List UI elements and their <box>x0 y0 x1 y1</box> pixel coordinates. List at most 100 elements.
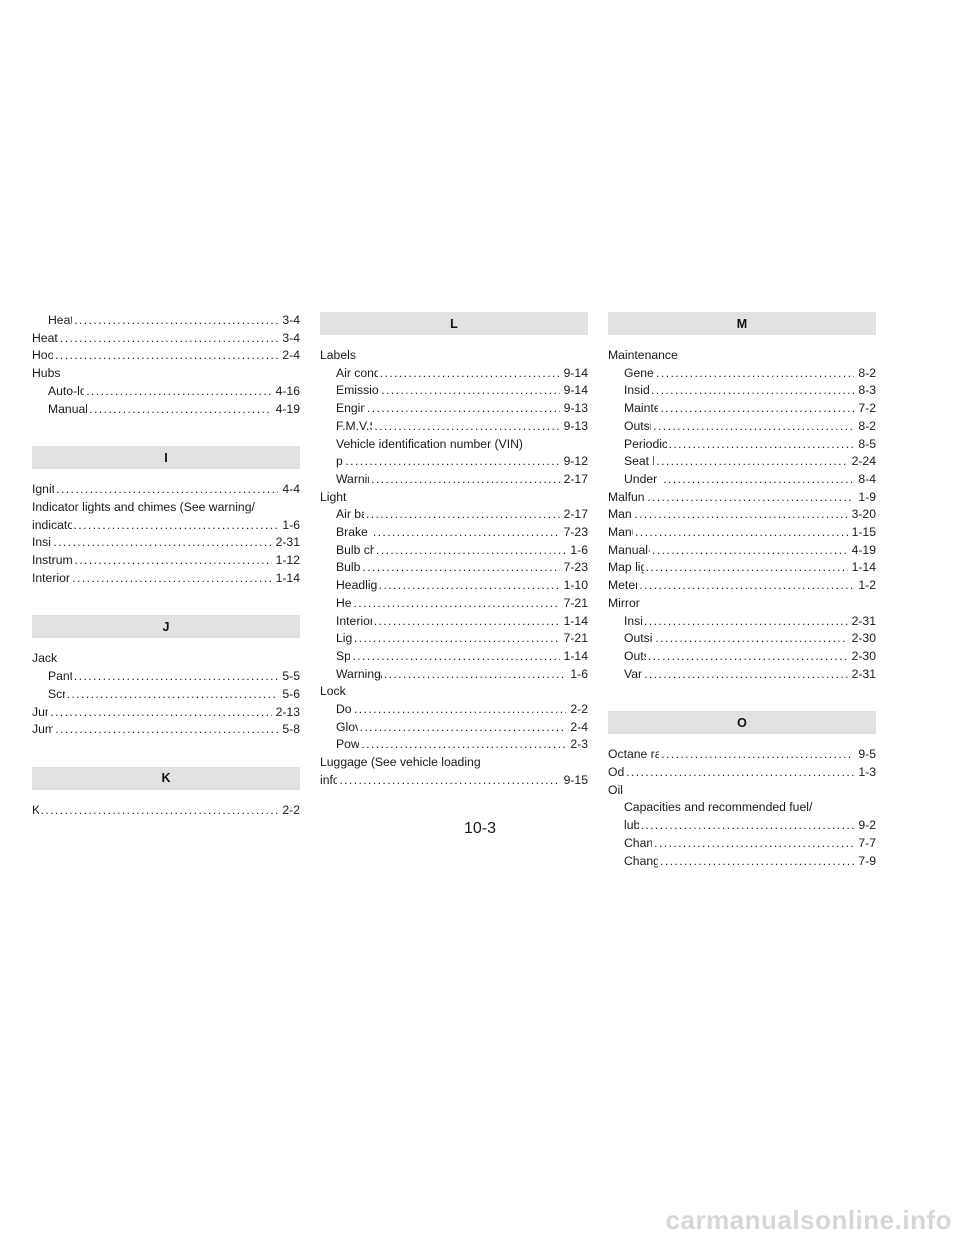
page-reference[interactable]: 3-4 <box>282 313 300 327</box>
index-entry[interactable]: Heater operation3-4 <box>32 330 300 348</box>
page-reference[interactable]: 2-31 <box>851 666 876 681</box>
index-entry[interactable]: Interior light and cargo light1-14 <box>32 570 300 588</box>
page-reference[interactable]: 5-6 <box>282 686 300 701</box>
page-reference[interactable]: 7-23 <box>563 525 588 540</box>
page-reference[interactable]: 2-2 <box>570 702 588 717</box>
page-reference[interactable]: 1-15 <box>851 525 876 540</box>
index-subentry[interactable]: F.M.V.S.S. certification label9-13 <box>320 418 588 436</box>
index-subentry[interactable]: Pantograph type5-5 <box>32 668 300 686</box>
index-subentry[interactable]: Auto-lock free-running hubs4-16 <box>32 383 300 401</box>
page-reference[interactable]: 4-19 <box>275 401 300 416</box>
index-entry[interactable]: Key2-2 <box>32 802 300 820</box>
page-reference[interactable]: 2-13 <box>275 704 300 719</box>
index-subentry[interactable]: plate9-12 <box>320 453 588 471</box>
index-subentry[interactable]: Under the hood and vehicle8-4 <box>608 471 876 489</box>
page-reference[interactable]: 1-14 <box>563 648 588 663</box>
page-reference[interactable]: 9-12 <box>563 454 588 469</box>
index-subentry[interactable]: Outside mirrors2-30 <box>608 648 876 666</box>
page-reference[interactable]: 9-14 <box>563 383 588 398</box>
page-reference[interactable]: 3-4 <box>282 330 300 345</box>
index-subentry[interactable]: Glove box lock2-4 <box>320 719 588 737</box>
page-reference[interactable]: 8-5 <box>858 436 876 451</box>
page-reference[interactable]: 2-4 <box>282 348 300 363</box>
index-subentry[interactable]: Headlights7-21 <box>320 595 588 613</box>
index-subentry[interactable]: Vanity mirror2-31 <box>608 666 876 684</box>
page-reference[interactable]: 2-31 <box>275 535 300 550</box>
index-subentry[interactable]: Light bulbs7-21 <box>320 630 588 648</box>
index-entry[interactable]: Meters and gauges1-2 <box>608 577 876 595</box>
page-reference[interactable]: 9-5 <box>858 747 876 762</box>
index-subentry[interactable]: Periodic maintenance schedules8-5 <box>608 436 876 454</box>
index-subentry[interactable]: Bulb replacement7-23 <box>320 559 588 577</box>
index-entry[interactable]: Jump starting5-8 <box>32 721 300 739</box>
index-subentry[interactable]: Outside mirror control2-30 <box>608 630 876 648</box>
index-subentry[interactable]: Inside the vehicle8-3 <box>608 382 876 400</box>
page-reference[interactable]: 1-14 <box>851 560 876 575</box>
page-reference[interactable]: 8-3 <box>858 383 876 398</box>
page-reference[interactable]: 1-10 <box>563 578 588 593</box>
index-subentry[interactable]: Air conditioner specification label9-14 <box>320 365 588 383</box>
page-reference[interactable]: 2-2 <box>282 802 300 817</box>
page-reference[interactable]: 2-4 <box>570 719 588 734</box>
index-subentry[interactable]: Changing engine oil7-7 <box>608 835 876 853</box>
index-subentry[interactable]: Manual-lock free-running hubs4-19 <box>32 401 300 419</box>
page-reference[interactable]: 7-23 <box>563 560 588 575</box>
index-entry[interactable]: Manual antenna3-20 <box>608 506 876 524</box>
page-reference[interactable]: 2-17 <box>563 507 588 522</box>
page-reference[interactable]: 7-7 <box>858 835 876 850</box>
index-entry[interactable]: Odometer1-3 <box>608 764 876 782</box>
index-entry[interactable]: Octane rating (See fuel octane rating)9-… <box>608 746 876 764</box>
page-reference[interactable]: 7-21 <box>563 595 588 610</box>
index-entry[interactable]: Instrument brightness control1-12 <box>32 552 300 570</box>
index-entry[interactable]: indicator lights and chimes)1-6 <box>32 517 300 535</box>
index-subentry[interactable]: Bulb check/instrument panel1-6 <box>320 542 588 560</box>
index-subentry[interactable]: Warning labels (for SRS)2-17 <box>320 471 588 489</box>
page-reference[interactable]: 4-16 <box>275 383 300 398</box>
page-reference[interactable]: 5-8 <box>282 722 300 737</box>
page-reference[interactable]: 7-2 <box>858 401 876 416</box>
index-subentry[interactable]: Headlight and turn signal switch1-10 <box>320 577 588 595</box>
page-reference[interactable]: 9-2 <box>858 818 876 833</box>
page-reference[interactable]: 8-2 <box>858 365 876 380</box>
index-subentry[interactable]: Brake light (See stop light)7-23 <box>320 524 588 542</box>
index-subentry[interactable]: Engine serial number9-13 <box>320 400 588 418</box>
page-reference[interactable]: 1-12 <box>275 553 300 568</box>
page-reference[interactable]: 1-9 <box>858 489 876 504</box>
index-entry[interactable]: Ignition switch4-4 <box>32 481 300 499</box>
page-reference[interactable]: 9-13 <box>563 418 588 433</box>
page-reference[interactable]: 3-20 <box>851 507 876 522</box>
page-reference[interactable]: 8-2 <box>858 418 876 433</box>
page-reference[interactable]: 9-13 <box>563 401 588 416</box>
index-subentry[interactable]: General maintenance8-2 <box>608 365 876 383</box>
index-subentry[interactable]: Power door lock2-3 <box>320 736 588 754</box>
page-reference[interactable]: 1-6 <box>570 542 588 557</box>
index-subentry[interactable]: Door locks2-2 <box>320 701 588 719</box>
page-reference[interactable]: 1-2 <box>858 578 876 593</box>
page-reference[interactable]: 4-4 <box>282 482 300 497</box>
index-subentry[interactable]: lubricants9-2 <box>608 817 876 835</box>
index-entry[interactable]: Hood release2-4 <box>32 347 300 365</box>
index-entry[interactable]: information9-15 <box>320 772 588 790</box>
index-entry[interactable]: Map light (See spot light)1-14 <box>608 559 876 577</box>
page-reference[interactable]: 2-3 <box>570 737 588 752</box>
index-subentry[interactable]: Warning/indicator lights and chimes1-6 <box>320 666 588 684</box>
index-subentry[interactable]: Screw type5-6 <box>32 686 300 704</box>
page-reference[interactable]: 5-5 <box>282 669 300 684</box>
index-subentry[interactable]: Heater operation3-4 <box>32 312 300 330</box>
index-entry[interactable]: Inside mirror2-31 <box>32 534 300 552</box>
index-subentry[interactable]: Outside the vehicle8-2 <box>608 418 876 436</box>
page-reference[interactable]: 7-21 <box>563 631 588 646</box>
page-reference[interactable]: 2-24 <box>851 454 876 469</box>
index-subentry[interactable]: Emission control information label.9-14 <box>320 382 588 400</box>
index-subentry[interactable]: Changing engine oil filter7-9 <box>608 853 876 871</box>
page-reference[interactable]: 4-19 <box>851 542 876 557</box>
page-reference[interactable]: 9-15 <box>563 772 588 787</box>
index-subentry[interactable]: Maintenance precautions7-2 <box>608 400 876 418</box>
page-reference[interactable]: 7-9 <box>858 853 876 868</box>
index-subentry[interactable]: Air bag warning light2-17 <box>320 506 588 524</box>
index-entry[interactable]: Jump seat2-13 <box>32 704 300 722</box>
page-reference[interactable]: 8-4 <box>858 471 876 486</box>
index-entry[interactable]: Malfunction indicator light1-9 <box>608 489 876 507</box>
page-reference[interactable]: 1-3 <box>858 765 876 780</box>
page-reference[interactable]: 2-31 <box>851 613 876 628</box>
